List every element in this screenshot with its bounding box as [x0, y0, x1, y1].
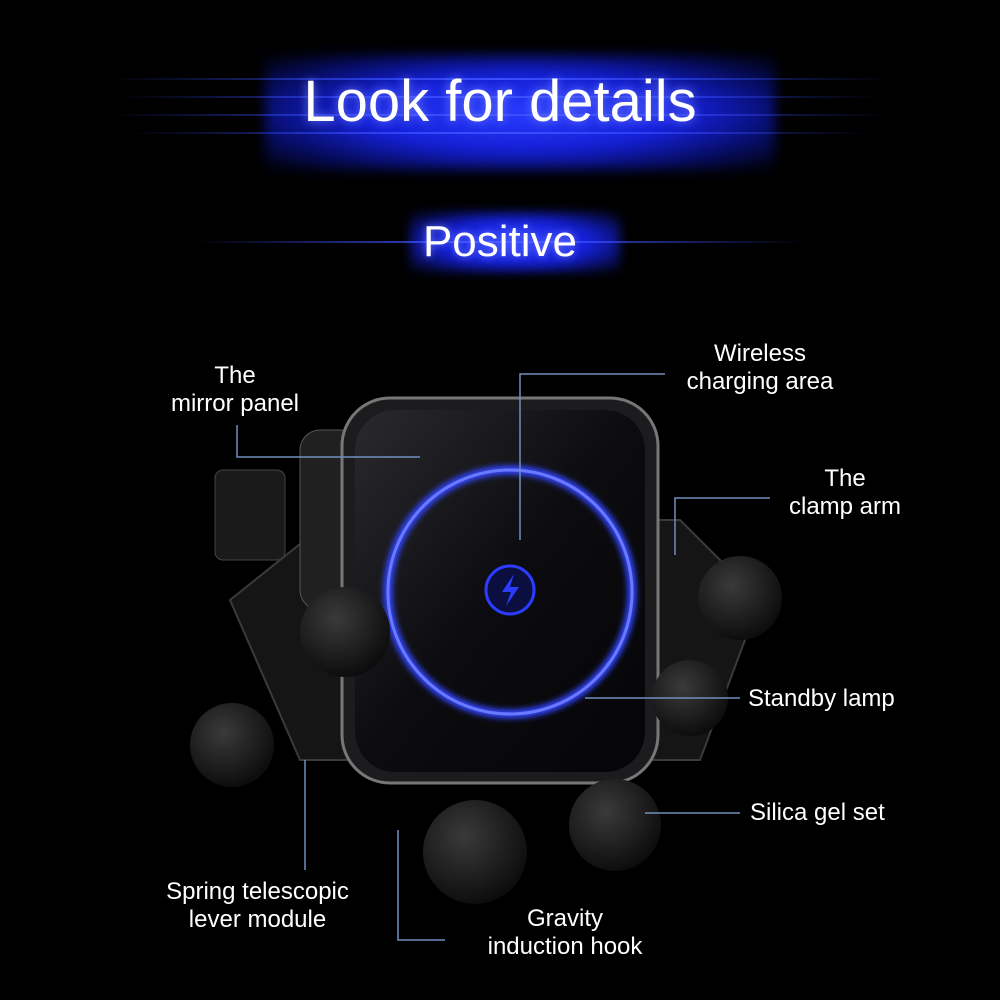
label-line: Gravity: [526, 905, 603, 932]
page-title: Look for details: [303, 69, 697, 134]
vent-clip: [214, 469, 286, 561]
label-clamp-arm: The clamp arm: [775, 465, 915, 521]
label-spring: Spring telescopic lever module: [140, 878, 375, 934]
charging-ring: [386, 468, 634, 716]
label-line: Wireless: [713, 340, 806, 367]
label-line: charging area: [686, 368, 834, 395]
leader-lines: [236, 373, 770, 941]
silica-gel-knob: [300, 587, 390, 677]
label-wireless: Wireless charging area: [665, 340, 855, 396]
silica-gel-knob: [698, 556, 782, 640]
label-line: Spring telescopic: [166, 878, 349, 905]
label-gravity: Gravity induction hook: [470, 905, 660, 961]
label-line: The: [824, 465, 866, 492]
decor-line: [110, 114, 890, 116]
label-line: induction hook: [487, 933, 643, 960]
title-glow: [265, 55, 775, 170]
decor-line: [110, 78, 890, 80]
silica-gel-knob: [423, 800, 527, 904]
silica-gel-knob: [190, 703, 274, 787]
label-line: mirror panel: [170, 390, 300, 417]
lightning-icon: [484, 564, 536, 616]
section-subtitle: Positive: [422, 217, 578, 266]
label-standby-lamp: Standby lamp: [748, 685, 895, 712]
decor-line: [130, 132, 870, 134]
label-mirror-panel: The mirror panel: [150, 362, 320, 418]
decor-line: [120, 96, 880, 98]
silica-gel-knob: [569, 779, 661, 871]
label-silica-gel: Silica gel set: [750, 799, 885, 826]
label-line: lever module: [188, 906, 327, 933]
label-line: The: [214, 362, 256, 389]
label-line: clamp arm: [788, 493, 902, 520]
decor-line: [195, 241, 805, 243]
